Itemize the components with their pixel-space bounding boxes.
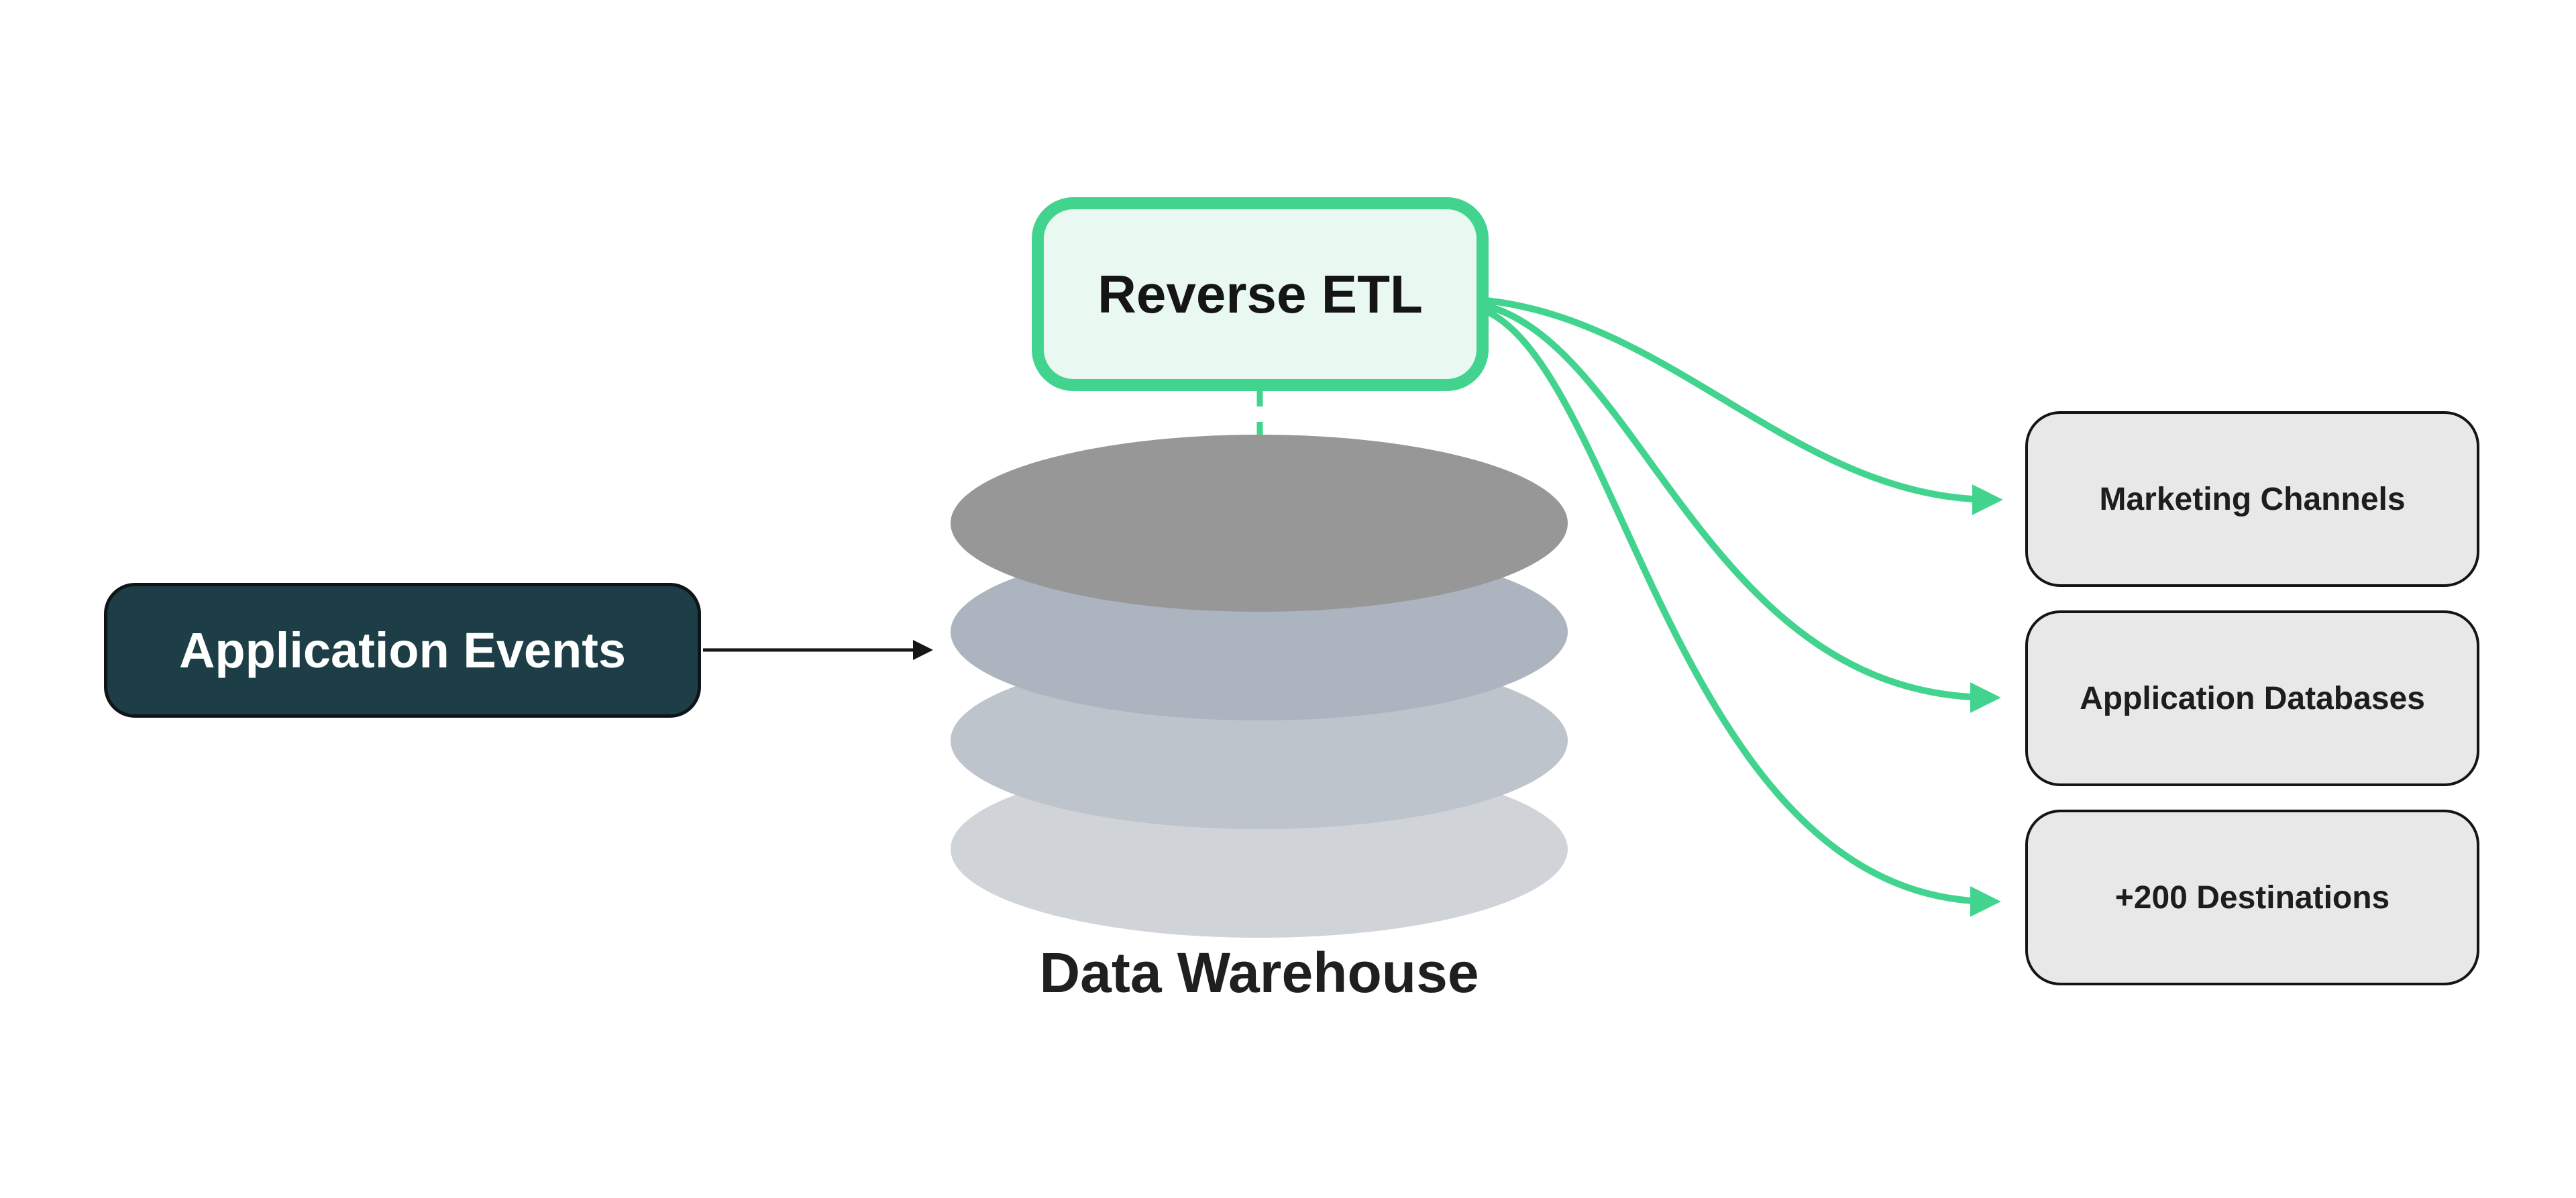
200-destinations-node: +200 Destinations	[2025, 810, 2479, 985]
reverse-etl-label: Reverse ETL	[1097, 264, 1423, 324]
marketing-channels-label: Marketing Channels	[2099, 481, 2406, 517]
warehouse-disk-1	[951, 435, 1568, 612]
reverse-etl-node: Reverse ETL	[1032, 197, 1489, 391]
application-databases-node: Application Databases	[2025, 610, 2479, 786]
application-events-node: Application Events	[104, 583, 701, 718]
application-events-label: Application Events	[178, 622, 627, 678]
application-databases-label: Application Databases	[2080, 680, 2425, 716]
etl-to-marketing-curve	[1483, 297, 2003, 515]
200-destinations-label: +200 Destinations	[2114, 879, 2390, 916]
etl-to-destinations-curve	[1483, 308, 2001, 917]
data-warehouse-label: Data Warehouse	[1039, 941, 1479, 1004]
marketing-channels-node: Marketing Channels	[2025, 411, 2479, 587]
